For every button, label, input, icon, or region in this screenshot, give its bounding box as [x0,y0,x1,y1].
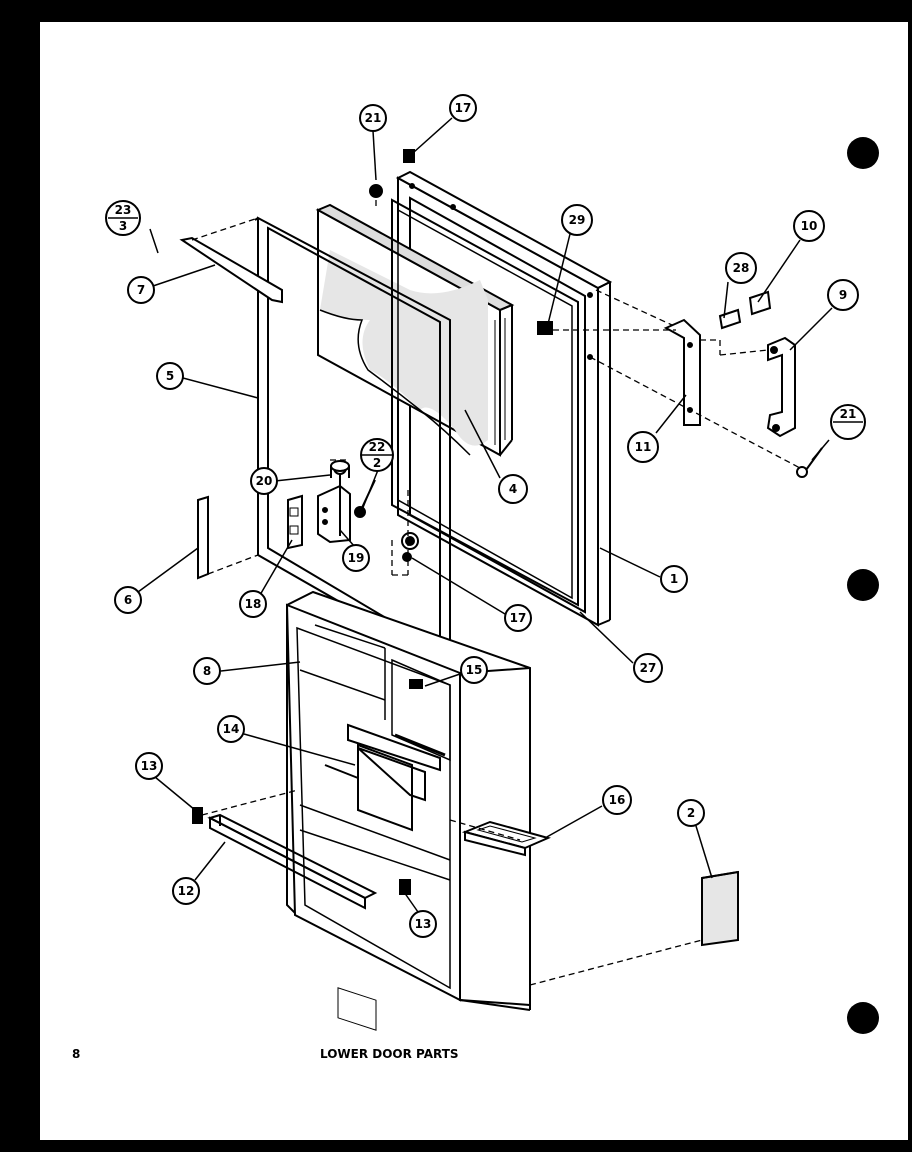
callout-label-c16: 16 [609,793,626,807]
callout-24-36: 23 3 [105,200,141,236]
callout-17a: 17 [449,94,477,122]
callout-17b: 17 [504,604,532,632]
svg-text:21: 21 [840,407,857,421]
part-18-hinge-plate [287,494,303,550]
callout-18: 18 [239,590,267,618]
part-29-clip [537,321,553,335]
part-11-handle-mount [663,318,701,426]
part-27-gasket [391,198,579,607]
callouts: 21 17 23 3 29 10 28 7 9 [105,94,866,938]
callout-2: 2 [677,799,705,827]
part-13a-clip [192,807,203,824]
callout-21: 21 [359,104,387,132]
callout-label-c9: 9 [839,288,847,302]
part-2-trim [701,870,739,947]
callout-label-c13a: 13 [141,759,158,773]
callout-label-c17a: 17 [455,101,472,115]
callout-5: 5 [156,362,184,390]
callout-label-c7: 7 [137,283,145,297]
callout-label-c21: 21 [365,111,382,125]
callout-23-3: 22 2 [360,438,394,472]
callout-label-c2: 2 [687,806,695,820]
callout-label-c4: 4 [509,482,517,496]
page-number: 8 [72,1047,80,1061]
callout-9: 9 [827,279,859,311]
callout-15: 15 [460,656,488,684]
callout-13b: 13 [409,910,437,938]
part-16-drip-tray [461,820,551,857]
part-12-bar [207,813,378,910]
callout-4: 4 [498,474,528,504]
svg-text:22: 22 [369,440,386,454]
callout-20: 20 [250,467,278,495]
callout-6: 6 [114,586,142,614]
callout-8: 8 [193,657,221,685]
callout-label-c12: 12 [178,884,195,898]
callout-label-c11: 11 [635,440,652,454]
callout-label-c29: 29 [569,213,586,227]
callout-label-c6: 6 [124,593,132,607]
part-10-cap [748,290,772,316]
callout-label-c18: 18 [245,597,262,611]
callout-label-c10: 10 [801,219,818,233]
callout-29: 29 [561,204,593,236]
callout-label-c1: 1 [670,572,678,586]
binder-hole-top [847,137,879,169]
callout-7: 7 [127,276,155,304]
svg-text:23: 23 [115,203,132,217]
binder-hole-bottom [847,1002,879,1034]
part-14-housing [324,723,441,832]
callout-12: 12 [172,877,200,905]
callout-label-c28: 28 [733,261,750,275]
callout-label-c5: 5 [166,369,174,383]
part-9-handle [766,336,796,438]
part-6-strip [197,495,209,580]
part-20-bushing [330,460,350,478]
callout-27: 27 [633,653,663,683]
binder-hole-middle [847,569,879,601]
callout-10: 10 [793,210,825,242]
leader-lines [137,117,833,913]
callout-1: 1 [660,565,688,593]
part-19-hinge [317,461,351,544]
callout-label-c8: 8 [203,664,211,678]
assembly-guide-lines [191,190,801,986]
callout-label-c13b: 13 [415,917,432,931]
callout-28: 28 [725,252,757,284]
part-17a-plug [403,149,415,163]
callout-label-c14: 14 [223,722,240,736]
callout-label-c27: 27 [640,661,657,675]
callout-19: 19 [342,544,370,572]
callout-22-2: 21 [830,404,866,440]
callout-16: 16 [602,785,632,815]
part-7-strip [179,236,283,304]
svg-text:2: 2 [373,456,381,470]
callout-label-c15: 15 [466,663,483,677]
callout-13a: 13 [135,752,163,780]
svg-text:3: 3 [119,219,127,233]
part-15-bracket [394,679,446,757]
callout-label-c17b: 17 [510,611,527,625]
figure-caption: LOWER DOOR PARTS [320,1047,459,1061]
callout-label-c20: 20 [256,474,273,488]
part-4-insulation [315,203,515,457]
part-13b-clip [399,879,411,895]
callout-14: 14 [217,715,245,743]
callout-11: 11 [627,431,659,463]
callout-label-c19: 19 [348,551,365,565]
